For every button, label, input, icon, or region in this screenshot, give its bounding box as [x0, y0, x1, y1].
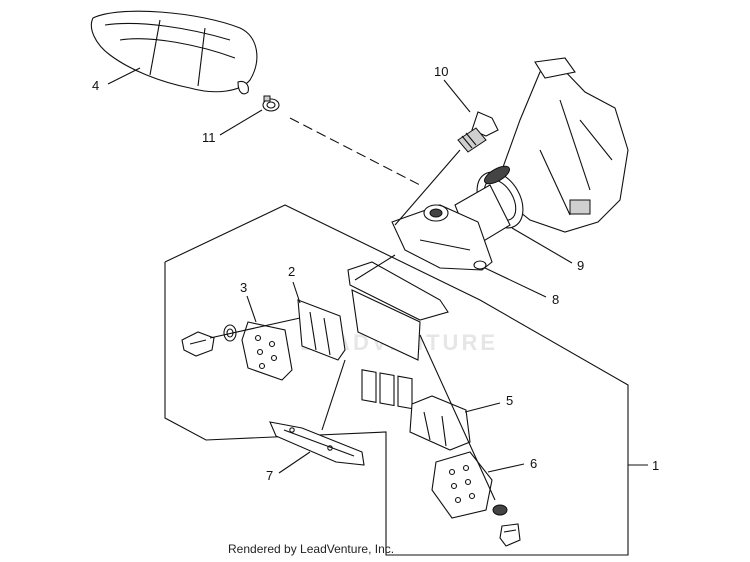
axis-line-reed: [354, 254, 396, 281]
part-4-cover: [90, 10, 258, 95]
part-5-stopper: [409, 395, 471, 451]
leader-10: [443, 79, 471, 113]
assembly-bracket: [164, 204, 629, 556]
callout-2: 2: [288, 264, 295, 279]
part-6-reed-plate: [431, 451, 493, 519]
callout-11: 11: [202, 130, 216, 145]
axis-line-bolt: [394, 149, 461, 226]
credit-text: Rendered by LeadVenture, Inc.: [228, 542, 394, 556]
leader-6: [487, 463, 525, 473]
part-8-flange: [391, 204, 493, 271]
callout-7: 7: [266, 468, 273, 483]
callout-1: 1: [652, 458, 659, 473]
callout-4: 4: [92, 78, 99, 93]
callout-6: 6: [530, 456, 537, 471]
callout-10: 10: [434, 64, 448, 79]
axis-line-gasket: [321, 359, 346, 431]
callout-3: 3: [240, 280, 247, 295]
screw-and-washer: [181, 324, 237, 357]
leader-5: [464, 402, 501, 413]
callout-5: 5: [506, 393, 513, 408]
axis-line-left: [209, 317, 301, 339]
part-7-gasket: [269, 421, 365, 466]
leader-9: [511, 227, 573, 264]
axis-line-11: [289, 117, 421, 186]
leader-8: [484, 267, 547, 298]
reed-cage: [347, 261, 449, 410]
lower-screw-and-washer: [492, 504, 521, 547]
callout-9: 9: [577, 258, 584, 273]
axis-line-lower: [419, 334, 496, 501]
part-10-bolt: [457, 111, 499, 153]
part-2-stopper: [297, 299, 346, 361]
part-11-clamp: [262, 95, 280, 112]
callout-8: 8: [552, 292, 559, 307]
leader-4: [107, 67, 141, 85]
leader-2: [292, 281, 301, 304]
leader-3: [246, 295, 257, 323]
leader-7: [278, 451, 311, 474]
part-3-reed-plate: [241, 321, 293, 381]
leader-11: [219, 109, 263, 136]
